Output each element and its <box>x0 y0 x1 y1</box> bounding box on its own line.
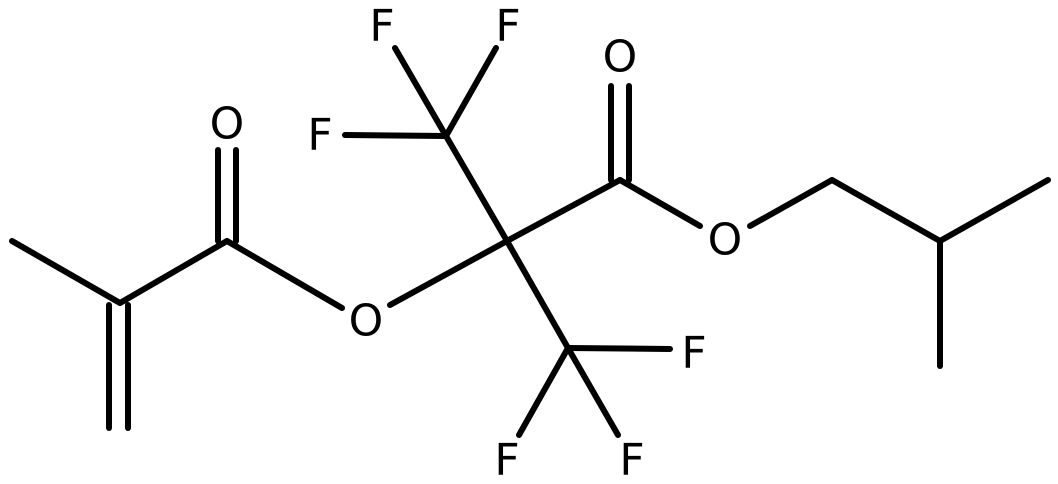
atom-f-top-left: F <box>369 1 394 52</box>
bond-center-cf3-top <box>443 133 510 244</box>
atom-labels: O O O O F F F F F F <box>210 1 743 484</box>
bond-methyl-alkene <box>9 238 123 306</box>
bond-cf3bottom-f-bottomcenter <box>565 345 621 438</box>
bond-carbonyl-esterO <box>224 238 345 311</box>
atom-o-ester-link: O <box>349 296 384 347</box>
bond-center-cf3-bottom <box>504 238 571 351</box>
atom-o-isobutyl-carbonyl: O <box>603 32 638 83</box>
bond-esterO-center <box>387 238 510 308</box>
atom-f-bottom-right: F <box>681 328 706 379</box>
bond-cf3top-f-left <box>342 132 449 139</box>
bond-ch-methyl-right <box>937 177 1051 244</box>
bond-carbonyl2-etherO <box>617 177 703 229</box>
atom-f-left: F <box>307 110 332 161</box>
bond-etherO-ch2 <box>747 177 835 229</box>
bond-cf3bottom-f-bottomleft <box>516 345 571 438</box>
bond-ch2-ch <box>829 177 943 244</box>
bonds <box>9 45 1051 438</box>
bond-cf3bottom-f-right <box>565 345 673 352</box>
bond-center-carbonyl2 <box>504 177 623 244</box>
bond-cf3top-f-topright <box>443 45 499 139</box>
atom-o-methacryl-carbonyl: O <box>210 99 245 150</box>
atom-f-bottom-center: F <box>619 435 644 484</box>
atom-o-isobutyl-ether: O <box>708 215 743 266</box>
atom-f-top-right: F <box>495 1 520 52</box>
bond-cf3top-f-topleft <box>392 45 449 139</box>
atom-f-bottom-left: F <box>494 435 519 484</box>
bond-alkene-carbonyl <box>117 238 230 306</box>
